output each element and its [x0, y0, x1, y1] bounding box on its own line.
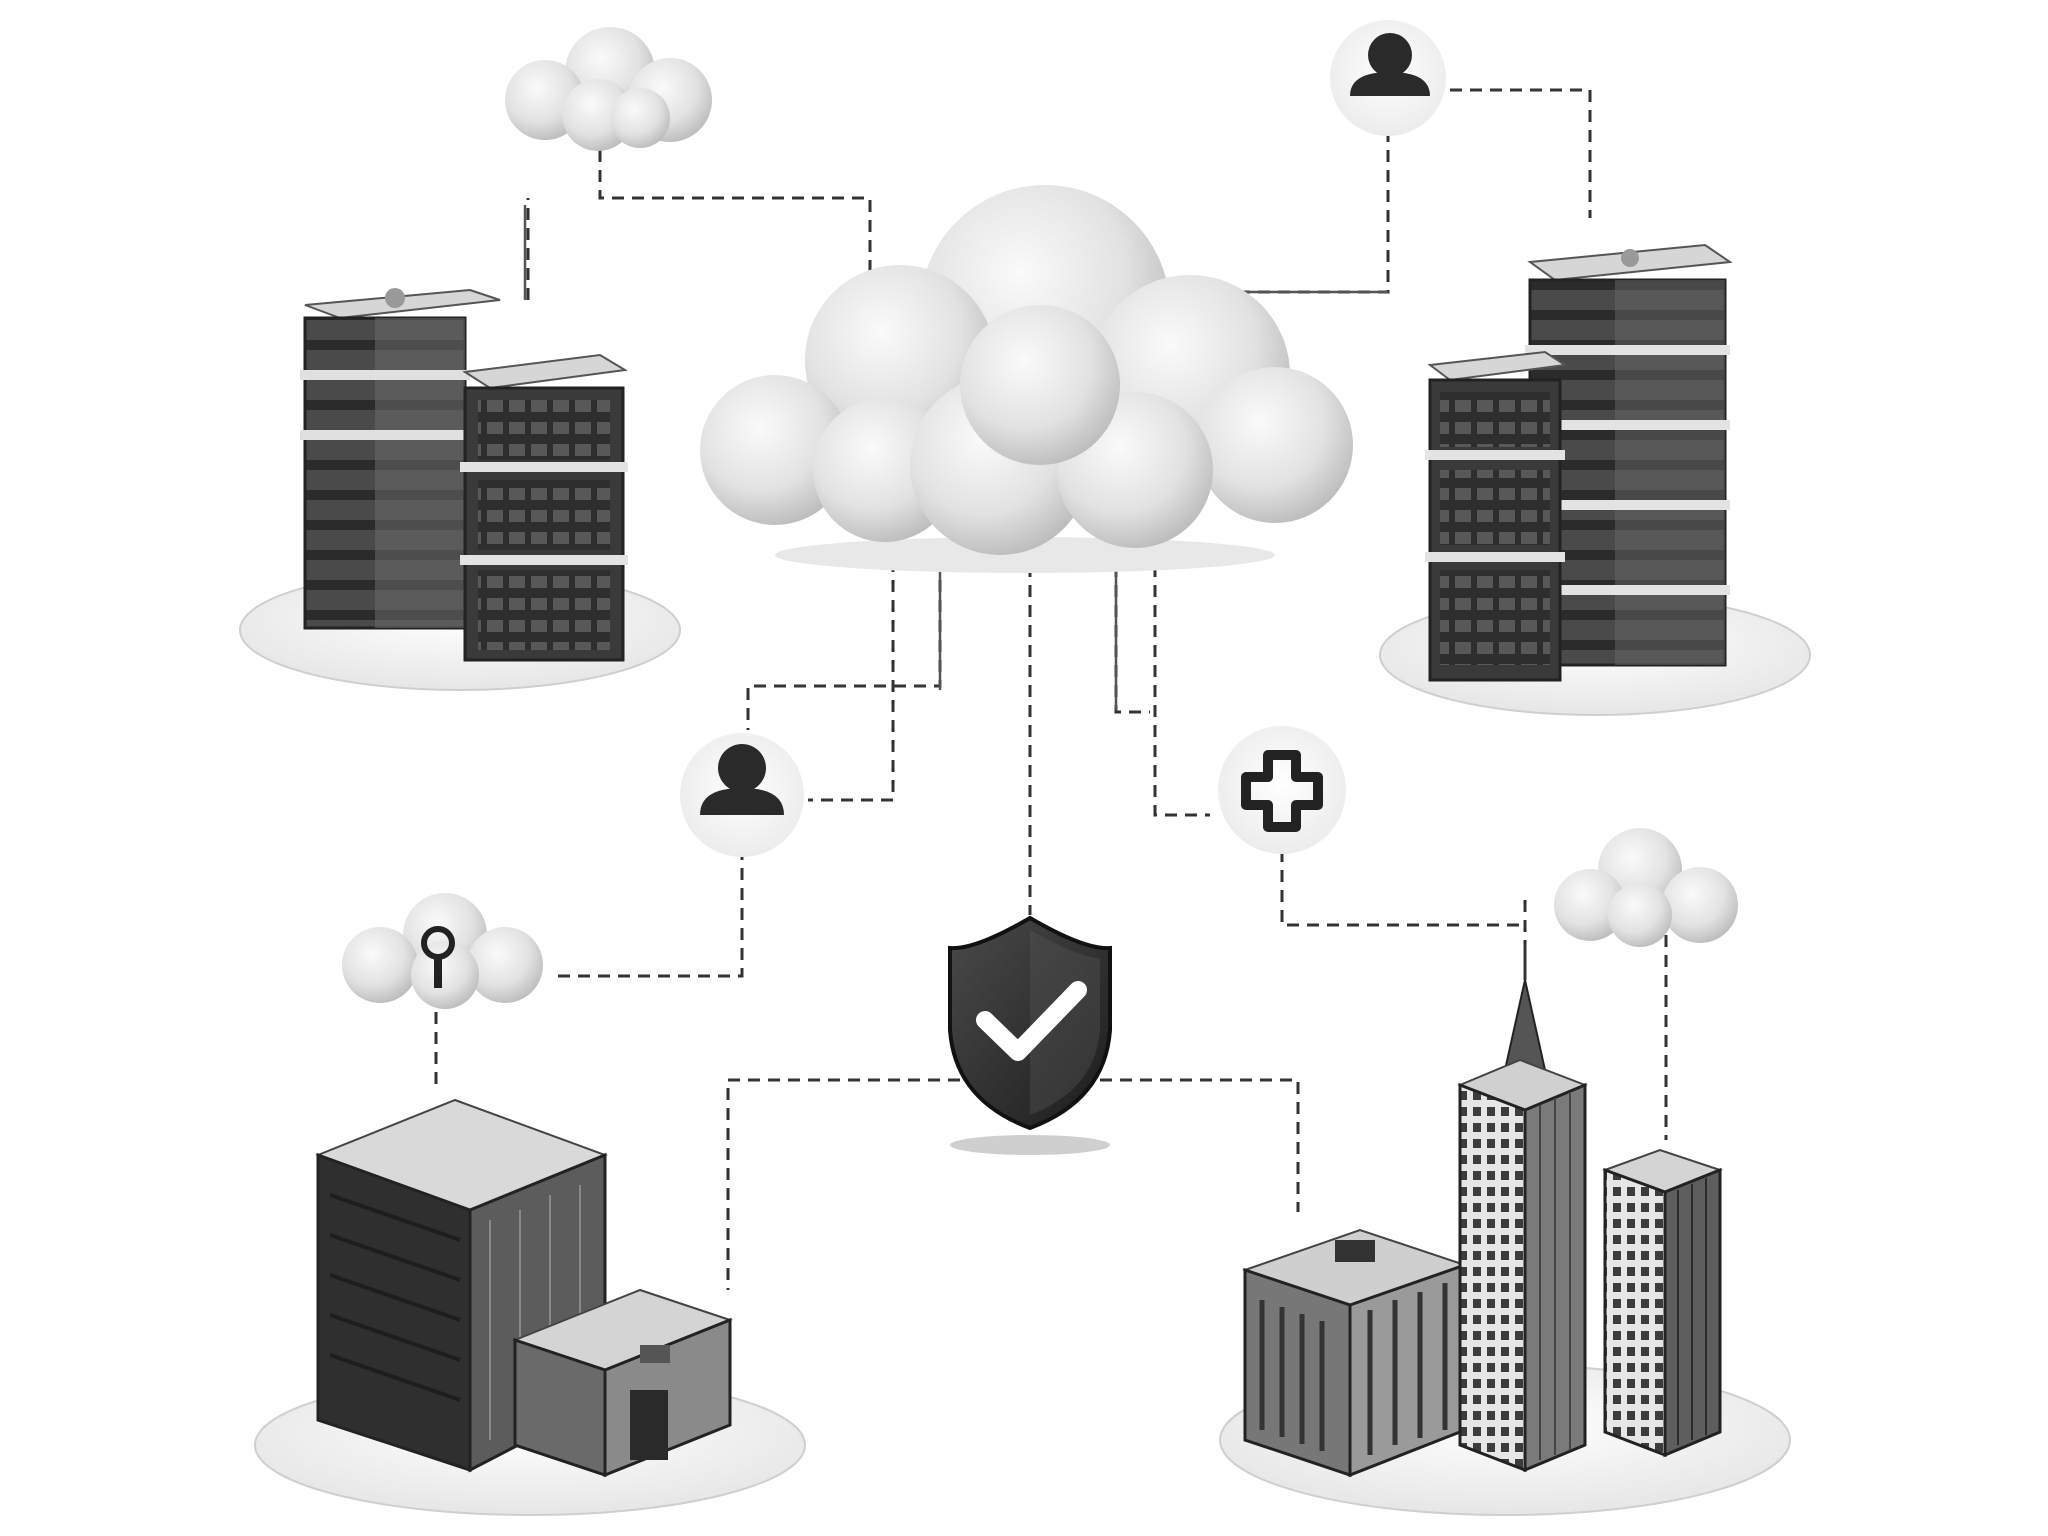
- checkmark-icon: [976, 981, 1087, 1061]
- key-icon: [421, 926, 455, 988]
- user-icon: [1350, 33, 1430, 96]
- security-shield-icon: [948, 915, 1112, 1155]
- user-badge-left: [680, 733, 804, 857]
- user-badge-top-right: [1330, 20, 1446, 136]
- small-cloud-top-left: [505, 27, 712, 151]
- small-cloud-bottom-left: [342, 893, 543, 1009]
- office-cluster-top-right: [1379, 243, 1811, 716]
- central-cloud-icon: [700, 185, 1353, 573]
- small-cloud-bottom-right: [1554, 828, 1738, 947]
- user-icon: [700, 744, 784, 815]
- medical-cross-icon: [1241, 750, 1323, 832]
- city-district-bottom-right: [1219, 940, 1791, 1516]
- office-campus-bottom-left: [254, 1098, 806, 1516]
- office-cluster-top-left: [239, 288, 681, 691]
- medical-badge: [1218, 726, 1346, 854]
